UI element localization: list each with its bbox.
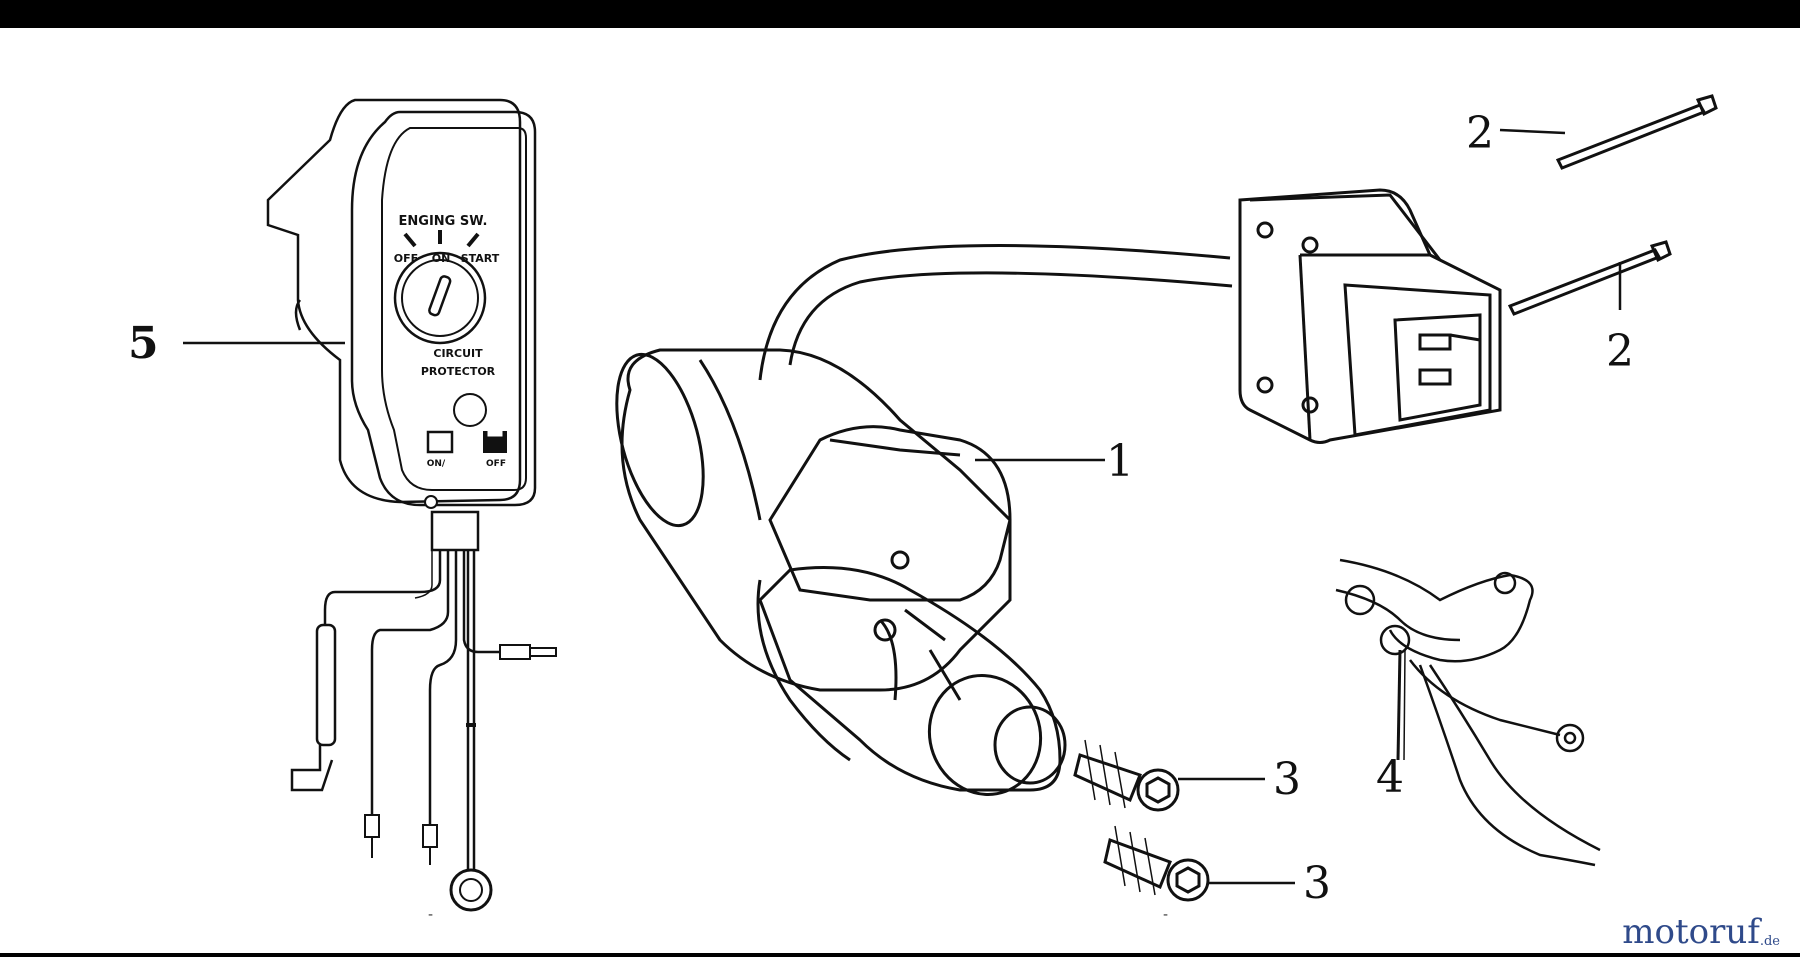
ignition-switch-panel (266, 98, 557, 912)
top-rule (0, 0, 1800, 28)
watermark-name: motoruf (1622, 912, 1760, 952)
footer-mark-left: - (428, 907, 434, 923)
protector-line-1: CIRCUIT (433, 347, 483, 360)
callout-part-2-bottom: 2 (1606, 326, 1634, 377)
callout-part-3-bottom: 3 (1303, 858, 1331, 909)
callout-part-2-top: 2 (1466, 108, 1494, 159)
breaker-off-label: OFF (486, 459, 506, 469)
panel-lettering: ENGING SW. OFF ON START CIRCUIT PROTECTO… (394, 214, 506, 469)
callout-part-1: 1 (1106, 436, 1134, 487)
switch-title: ENGING SW. (399, 214, 488, 229)
callout-part-3-top: 3 (1273, 754, 1301, 805)
protector-line-2: PROTECTOR (421, 365, 496, 378)
wire-harness (1335, 558, 1601, 867)
watermark-logo: motoruf.de (1622, 912, 1780, 952)
switch-pos-off: OFF (394, 252, 418, 265)
starter-motor (615, 244, 1233, 796)
bottom-rule (0, 953, 1800, 957)
callout-part-5: 5 (128, 318, 159, 369)
breaker-on-label: ON/ (427, 459, 446, 469)
switch-pos-start: START (461, 252, 500, 265)
relay-bolts (1507, 94, 1718, 316)
callout-part-4: 4 (1376, 752, 1404, 803)
starter-relay (1238, 188, 1502, 444)
footer-mark-right: - (1163, 907, 1169, 923)
switch-pos-on: ON (432, 252, 451, 265)
flange-bolts (1073, 739, 1210, 902)
watermark-tld: .de (1759, 934, 1780, 949)
leader-lines (183, 128, 1622, 885)
